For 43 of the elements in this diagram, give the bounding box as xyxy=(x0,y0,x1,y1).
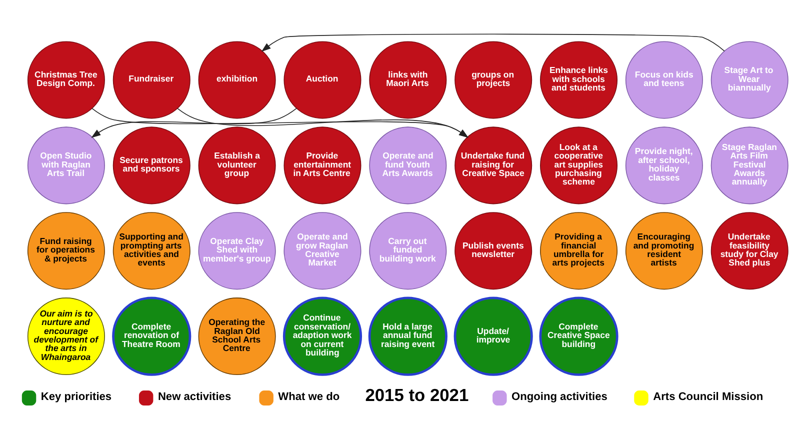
node-circle: Undertake fund raising for Creative Space xyxy=(454,126,532,204)
node-circle: Look at a cooperative art supplies purchasing scheme xyxy=(540,126,618,204)
arrow xyxy=(91,107,297,138)
node-circle: Hold a large annual fund raising event xyxy=(368,296,448,376)
node-circle: Secure patrons and sponsors xyxy=(112,126,190,204)
node-circle: Encouraging and promoting resident artists xyxy=(625,212,703,290)
node-circle: groups on projects xyxy=(454,40,532,118)
node-circle: Undertake feasibility study for Clay Shed plus xyxy=(710,212,788,290)
node-circle: Carry out funded building work xyxy=(369,212,447,290)
node-circle: Provide entertainment in Arts Centre xyxy=(284,126,362,204)
node-circle: Fundraiser xyxy=(112,40,190,118)
node-circle: Christmas Tree Design Comp. xyxy=(27,40,105,118)
arrow xyxy=(177,108,468,138)
arrow xyxy=(261,33,725,52)
legend-label: Ongoing activities xyxy=(512,390,608,403)
node-circle: Stage Art to Wear biannually xyxy=(710,40,788,118)
node-circle: Our aim is to nurture and encourage development of the arts in Whaingaroa xyxy=(27,297,105,375)
node-circle: Complete Creative Space building xyxy=(539,296,618,376)
node-circle: Provide night, after school, holiday classes xyxy=(625,126,703,204)
node-circle: Operate and fund Youth Arts Awards xyxy=(369,126,447,204)
node-circle: Continue conservation/ adaption work on current building xyxy=(282,296,362,376)
node-circle: Focus on kids and teens xyxy=(625,40,703,118)
node-circle: Open Studio with Raglan Arts Trail xyxy=(27,126,105,204)
arrow xyxy=(92,108,468,138)
node-circle: Establish a volunteer group xyxy=(198,126,276,204)
node-circle: Enhance links with schools and students xyxy=(540,40,618,118)
node-circle: links with Maori Arts xyxy=(369,40,447,118)
node-circle: Supporting and prompting arts activities and events xyxy=(112,212,190,290)
node-circle: Operate and grow Raglan Creative Market xyxy=(284,212,362,290)
node-circle: Update/ improve xyxy=(454,296,533,376)
node-circle: Complete renovation of Theatre Room xyxy=(112,296,192,376)
node-circle: Stage Raglan Arts Film Festival Awards annually xyxy=(710,126,788,204)
node-circle: Auction xyxy=(284,40,362,118)
legend-label: What we do xyxy=(278,390,340,403)
node-circle: Operating the Raglan Old School Arts Centre xyxy=(198,297,276,375)
legend-label: New activities xyxy=(158,390,232,403)
node-circle: Fund raising for operations & projects xyxy=(27,212,105,290)
node-circle: Operate Clay Shed with member's group xyxy=(198,212,276,290)
legend-label: Key priorities xyxy=(40,390,112,403)
node-circle: Publish events newsletter xyxy=(454,212,532,290)
node-circle: Providing a financial umbrella for arts projects xyxy=(540,212,618,290)
legend-label: Arts Council Mission xyxy=(653,390,764,403)
label: 2015 to 2021 xyxy=(365,384,469,405)
